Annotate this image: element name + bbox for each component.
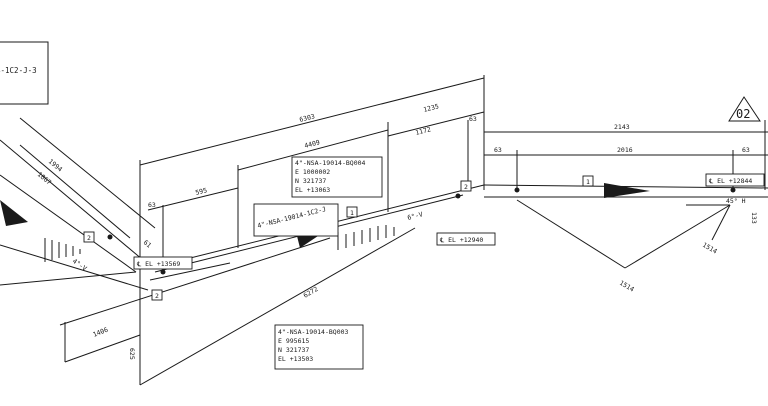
dim-left-run-label: 595 (195, 186, 208, 197)
marker-e-box (582, 175, 594, 187)
upper-box-e: E 1000002 (295, 168, 330, 176)
dim-top-overall (139, 77, 485, 166)
dim-left-short-label: 63 (148, 201, 156, 209)
dim-bottom-diag-label: 6272 (302, 285, 320, 300)
dim-lower-diag (19, 144, 131, 239)
upper-box-el: EL +13063 (295, 186, 330, 194)
dim-upper-diag-label: 1994 (47, 157, 64, 173)
elevation-mid: ℄ EL +12940 (439, 236, 483, 244)
dim-right-diag-b (624, 204, 731, 269)
dim-bottom-left-label: 1406 (92, 326, 110, 339)
dim-top-right-label: 1235 (423, 102, 440, 114)
marker-b-box (151, 289, 163, 301)
marker-c: 1 (350, 209, 354, 217)
lower-box-n: N 321737 (278, 346, 309, 354)
dim-left-run (147, 187, 239, 211)
dim-right-overall-label: 2143 (614, 123, 630, 131)
dim-top-right-inner-label: 1172 (415, 125, 432, 137)
dim-right-diag-upper-label: 1514 (701, 241, 719, 256)
pipe-upper-left (0, 139, 144, 261)
dim-right-small-left-label: 63 (494, 146, 502, 154)
dim-upper-diag (19, 117, 156, 229)
node-dot (455, 193, 461, 199)
dim-vertical-left-label: 625 (128, 348, 136, 360)
dim-top-right (387, 111, 485, 137)
tri-bottom-a (139, 227, 416, 386)
marker-b: 2 (155, 292, 159, 300)
lower-box-line: 4"-NSA-19014-BQ003 (278, 328, 349, 336)
pipe-lower-left (0, 174, 137, 273)
elevation-left: ℄ EL +13569 (136, 260, 180, 268)
marker-d-box (460, 180, 472, 192)
flow-arrow-left-icon (0, 200, 28, 226)
upper-box-n: N 321737 (295, 177, 326, 185)
angle-right-label: 45° H (726, 197, 746, 205)
dim-top-mid-label: 4409 (304, 138, 321, 150)
revision-triangle (728, 96, 761, 122)
dim-top-small-label: 63 (469, 115, 477, 123)
pipe-bottom-left (0, 271, 137, 286)
node-dot (730, 187, 736, 193)
marker-a-box (83, 231, 95, 243)
node-dot (160, 269, 166, 275)
lower-box-e: E 995615 (278, 337, 309, 345)
dim-right-edge-label: 133 (750, 212, 758, 224)
marker-c-box (346, 206, 358, 218)
dim-right-diag-lower-label: 1514 (618, 279, 636, 294)
elevation-left-box (133, 256, 193, 270)
upper-box-line: 4"-NSA-19014-BQ004 (295, 159, 366, 167)
tri-right-b (711, 204, 731, 241)
dim-bottom-left (64, 334, 141, 363)
revision-tag: 02 (736, 107, 750, 121)
flow-arrow-right-icon (604, 183, 650, 198)
angle-left-label: 4°-V (71, 257, 88, 273)
node-dot (107, 234, 113, 240)
upper-line-box (291, 156, 383, 198)
angle-mid-label: 6°-V (407, 210, 424, 222)
title-block-frame (0, 41, 49, 105)
tri-bottom-b (149, 262, 231, 281)
title-block-text: 4-1C2-J-3 (0, 66, 37, 75)
node-dot (514, 187, 520, 193)
pipe-right-run (483, 184, 768, 189)
marker-a: 2 (87, 234, 91, 242)
elevation-mid-box (436, 232, 496, 246)
hatch-mid (337, 225, 395, 250)
dim-right-mid-label: 2016 (617, 146, 633, 154)
dim-right-small-right-label: 63 (742, 146, 750, 154)
mid-line-box (253, 203, 339, 237)
dim-right-diag-a (516, 199, 626, 269)
dim-top-overall-label: 6303 (299, 112, 316, 124)
tri-left (0, 244, 149, 291)
dim-top-mid (237, 129, 389, 171)
elevation-right-box (705, 173, 765, 187)
hatch-left (44, 238, 81, 262)
dim-bottom-diag (59, 237, 331, 326)
marker-d: 2 (464, 183, 468, 191)
elevation-right: ℄ EL +12844 (708, 177, 752, 185)
marker-e: 1 (586, 178, 590, 186)
dim-diag-small-label: 61 (142, 238, 153, 249)
lower-box-el: EL +13503 (278, 355, 313, 363)
lower-line-box (274, 324, 364, 370)
dim-lower-diag-label: 1867 (36, 170, 53, 186)
